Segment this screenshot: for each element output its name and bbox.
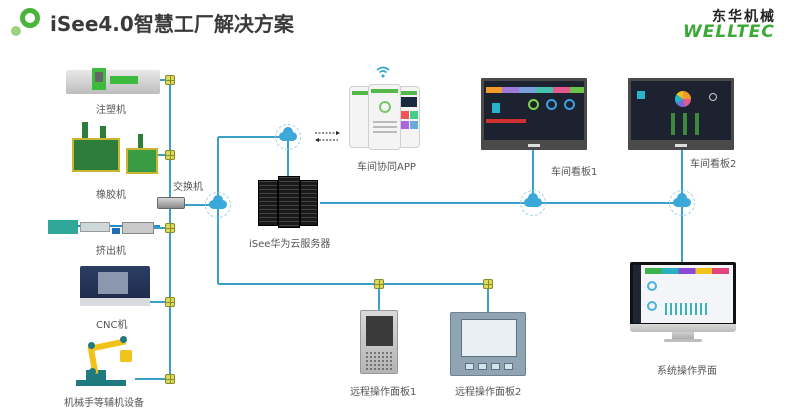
brand-name-cn: 东华机械 [712, 9, 776, 25]
remote-panel-1-label: 远程操作面板1 [350, 387, 417, 398]
system-ui-label: 系统操作界面 [657, 366, 717, 377]
network-port-icon [165, 297, 175, 307]
network-switch-image [157, 197, 185, 209]
bidirectional-arrows-icon [315, 132, 338, 141]
rubber-machine-image [66, 118, 162, 178]
cnc-machine-label: CNC机 [96, 320, 128, 331]
app-label: 车间协同APP [357, 162, 416, 173]
network-port-icon [165, 374, 175, 384]
logo-dot-icon [11, 26, 21, 36]
network-port-icon [165, 223, 175, 233]
wifi-icon [376, 66, 390, 78]
injection-machine-label: 注塑机 [96, 105, 126, 116]
injection-machine-image [66, 66, 160, 98]
cloud-icon [520, 190, 546, 216]
system-ui-monitor-image [630, 262, 736, 344]
cnc-machine-image [80, 262, 150, 306]
remote-panel-1-image [360, 310, 398, 374]
network-port-icon [165, 75, 175, 85]
cloud-icon [205, 192, 231, 218]
remote-panel-2-label: 远程操作面板2 [455, 387, 522, 398]
brand-logo: WELLTEC [683, 22, 775, 42]
cloud-server-image [258, 176, 320, 228]
kanban-2-label: 车间看板2 [690, 159, 737, 170]
network-port-icon [165, 150, 175, 160]
logo-ring-icon [20, 8, 40, 28]
network-port-icon [374, 279, 384, 289]
network-port-icon [483, 279, 493, 289]
robot-arm-image [76, 336, 142, 390]
extruder-label: 挤出机 [96, 246, 126, 257]
page-title: iSee4.0智慧工厂解决方案 [50, 12, 294, 36]
workshop-kanban-2-screen [628, 78, 734, 150]
remote-panel-2-image [450, 312, 526, 376]
workshop-kanban-1-screen [481, 78, 587, 150]
robot-label: 机械手等辅机设备 [64, 398, 144, 408]
server-label: iSee华为云服务器 [249, 239, 331, 250]
cloud-icon [669, 190, 695, 216]
extruder-image [48, 214, 160, 236]
switch-label: 交换机 [173, 182, 203, 193]
cloud-icon [275, 124, 301, 150]
kanban-1-label: 车间看板1 [551, 167, 598, 178]
rubber-machine-label: 橡胶机 [96, 190, 126, 201]
